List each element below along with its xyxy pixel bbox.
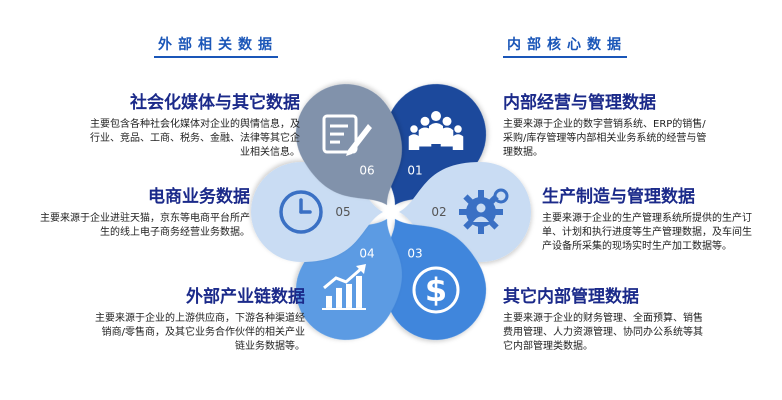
svg-text:$: $: [425, 271, 447, 309]
production-desc: 主要来源于企业的生产管理系统所提供的生产订单、计划和执行进度等生产管理数据，及车…: [542, 213, 752, 252]
external-data-header: 外部相关数据: [154, 34, 278, 58]
dollar-coin-icon: $: [412, 266, 460, 314]
supply-chain-block: 外部产业链数据 主要来源于企业的上游供应商，下游各种渠道经销商/零售商，及其它业…: [95, 286, 305, 354]
operations-title: 内部经营与管理数据: [503, 93, 656, 113]
document-pen-icon: [322, 114, 372, 157]
clock-icon: [279, 190, 323, 234]
operations-desc: 主要来源于企业的数字营销系统、ERP的销售/采购/库存管理等内部相关业务系统的经…: [503, 119, 707, 158]
petal-number-06: 06: [359, 163, 374, 177]
social-media-desc: 主要包含各种社会化媒体对企业的舆情信息，及行业、竞品、工商、税务、金融、法律等其…: [90, 119, 300, 158]
supply-chain-title: 外部产业链数据: [186, 287, 305, 307]
ecommerce-block: 电商业务数据 主要来源于企业进驻天猫，京东等电商平台所产生的线上电子商务经营业务…: [40, 186, 250, 240]
ecommerce-desc: 主要来源于企业进驻天猫，京东等电商平台所产生的线上电子商务经营业务数据。: [40, 213, 250, 238]
ecommerce-title: 电商业务数据: [148, 187, 250, 207]
petal-number-03: 03: [407, 247, 422, 261]
petal-number-04: 04: [359, 247, 374, 261]
petal-06: [296, 84, 402, 206]
other-internal-block: 其它内部管理数据 主要来源于企业的财务管理、全面预算、销售费用管理、人力资源管理…: [503, 286, 708, 354]
petal-number-05: 05: [335, 205, 350, 219]
petal-number-01: 01: [407, 163, 422, 177]
internal-data-header: 内部核心数据: [503, 34, 627, 58]
social-media-title: 社会化媒体与其它数据: [130, 93, 300, 113]
other-internal-desc: 主要来源于企业的财务管理、全面预算、销售费用管理、人力资源管理、协同办公系统等其…: [503, 313, 703, 352]
social-media-block: 社会化媒体与其它数据 主要包含各种社会化媒体对企业的舆情信息，及行业、竞品、工商…: [90, 92, 300, 160]
gear-person-icon: [459, 188, 509, 234]
supply-chain-desc: 主要来源于企业的上游供应商，下游各种渠道经销商/零售商，及其它业务合作伙伴的相关…: [95, 313, 305, 352]
production-block: 生产制造与管理数据 主要来源于企业的生产管理系统所提供的生产订单、计划和执行进度…: [542, 186, 752, 254]
growth-chart-icon: [322, 263, 366, 310]
other-internal-title: 其它内部管理数据: [503, 287, 639, 307]
petal-number-02: 02: [431, 205, 446, 219]
operations-block: 内部经营与管理数据 主要来源于企业的数字营销系统、ERP的销售/采购/库存管理等…: [503, 92, 708, 160]
production-title: 生产制造与管理数据: [542, 187, 695, 207]
people-group-icon: [408, 111, 464, 151]
petal-03: [380, 218, 486, 340]
